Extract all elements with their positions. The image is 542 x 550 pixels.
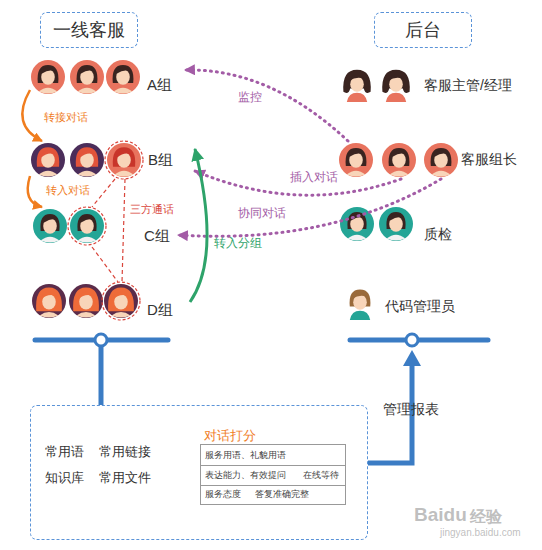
report-arrowhead xyxy=(403,350,421,366)
text-label: 常用语 xyxy=(45,444,84,460)
text-label: 客服组长 xyxy=(461,151,517,168)
connector xyxy=(185,70,348,141)
avatar xyxy=(104,284,138,318)
text-label: 答复准确完整 xyxy=(255,489,309,500)
text-label: 管理报表 xyxy=(383,401,439,418)
avatar xyxy=(70,209,104,243)
avatar xyxy=(350,289,371,320)
text-label: 在线等待 xyxy=(303,470,339,481)
highlight-rings xyxy=(68,141,143,320)
text-label: 插入对话 xyxy=(290,170,338,184)
connector xyxy=(92,179,115,207)
agent-group: A组 xyxy=(30,58,185,96)
role-group: 客服主管/经理 xyxy=(338,66,533,104)
table-frame xyxy=(201,445,346,505)
text-label: jingyan.baidu.com xyxy=(440,527,521,539)
text-label: D组 xyxy=(147,301,173,319)
bus-node xyxy=(406,334,418,346)
text-label: 监控 xyxy=(238,90,262,104)
text-label: C组 xyxy=(144,227,170,245)
avatar xyxy=(32,284,66,318)
text-label: Baidu xyxy=(414,504,467,527)
highlight-ring xyxy=(102,282,140,320)
avatar xyxy=(343,70,371,102)
avatar xyxy=(340,207,374,241)
scoring-box: 对话打分服务用语、礼貌用语表达能力、有效提问 在线等待服务态度 答复准确完整 xyxy=(199,428,349,510)
text-label: 对话打分 xyxy=(204,428,256,444)
text-label: 转入对话 xyxy=(46,184,90,197)
agent-group: B组 xyxy=(30,141,195,179)
text-label: 质检 xyxy=(424,226,452,243)
text-label: B组 xyxy=(148,151,173,169)
bus-wire xyxy=(99,346,104,405)
avatar xyxy=(424,143,458,177)
toolbox-panel: 常用语常用链接知识库常用文件 对话打分服务用语、礼貌用语表达能力、有效提问 在线等待… xyxy=(30,405,368,540)
text-label: 协同对话 xyxy=(238,206,286,220)
text-label: 后台 xyxy=(405,20,441,42)
avatar xyxy=(339,143,373,177)
role-group: 质检 xyxy=(338,205,458,245)
avatar-set xyxy=(31,60,458,320)
highlight-ring xyxy=(68,207,106,245)
avatar xyxy=(69,284,103,318)
connector xyxy=(92,247,118,282)
connector xyxy=(178,179,441,236)
text-label: 知识库 xyxy=(45,470,84,486)
avatar xyxy=(107,143,141,177)
role-group: 客服组长 xyxy=(336,141,531,179)
table-rule xyxy=(200,485,345,486)
connector xyxy=(22,90,42,141)
connector xyxy=(195,171,401,195)
avatar xyxy=(379,207,413,241)
connector xyxy=(28,176,42,207)
bus-node xyxy=(95,334,107,346)
text-label: 代码管理员 xyxy=(385,298,455,315)
avatar xyxy=(33,209,67,243)
text-label: 客服主管/经理 xyxy=(424,77,512,94)
title-box: 一线客服 xyxy=(40,12,138,48)
agent-group: D组 xyxy=(30,282,190,320)
avatar xyxy=(31,60,65,94)
connector xyxy=(190,149,207,302)
role-group: 代码管理员 xyxy=(338,284,478,322)
avatar xyxy=(70,60,104,94)
title-box: 后台 xyxy=(374,12,472,48)
text-label: 转入分组 xyxy=(214,236,262,250)
avatar xyxy=(70,143,104,177)
text-label: 三方通话 xyxy=(130,203,174,216)
avatar xyxy=(106,60,140,94)
text-label: 一线客服 xyxy=(53,20,125,42)
text-label: 常用文件 xyxy=(99,470,151,486)
text-label: 服务态度 xyxy=(205,489,241,500)
table-rule xyxy=(200,465,345,466)
text-label: 常用链接 xyxy=(99,444,151,460)
text-label: 转接对话 xyxy=(44,111,88,124)
avatar xyxy=(382,143,416,177)
text-label: 服务用语、礼貌用语 xyxy=(205,450,286,461)
score-table xyxy=(200,445,346,505)
avatar xyxy=(31,143,65,177)
connector xyxy=(122,179,125,282)
text-label: A组 xyxy=(147,76,172,94)
text-label: 表达能力、有效提问 xyxy=(205,470,286,481)
highlight-ring xyxy=(105,141,143,179)
text-label: 经验 xyxy=(470,507,502,526)
avatar xyxy=(382,70,410,102)
